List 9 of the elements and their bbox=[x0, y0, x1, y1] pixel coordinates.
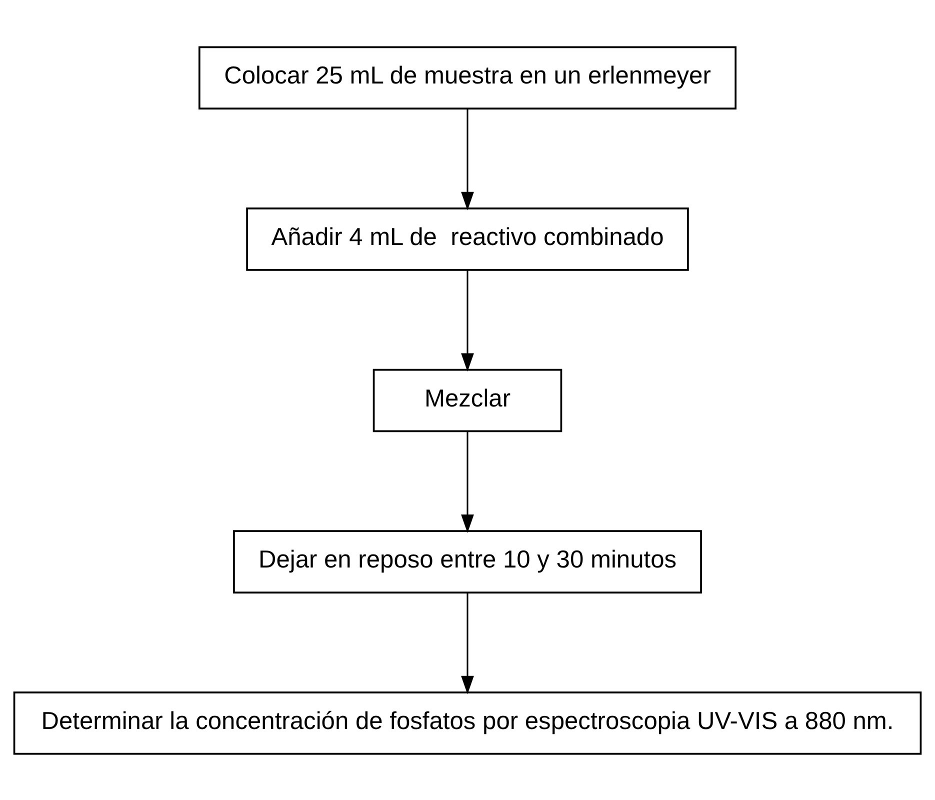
arrow bbox=[461, 270, 474, 372]
arrow bbox=[461, 108, 474, 210]
node-box: Añadir 4 mL de reactivo combinado bbox=[246, 207, 689, 270]
arrow bbox=[461, 431, 474, 532]
node-box: Determinar la concentración de fosfatos por espectroscopia UV-VIS a 880 nm. bbox=[13, 690, 922, 754]
node-box: Dejar en reposo entre 10 y 30 minutos bbox=[233, 530, 702, 593]
node-box: Colocar 25 mL de muestra en un erlenmeyer bbox=[198, 46, 737, 110]
arrow bbox=[461, 592, 474, 694]
node-box: Mezclar bbox=[372, 368, 562, 432]
